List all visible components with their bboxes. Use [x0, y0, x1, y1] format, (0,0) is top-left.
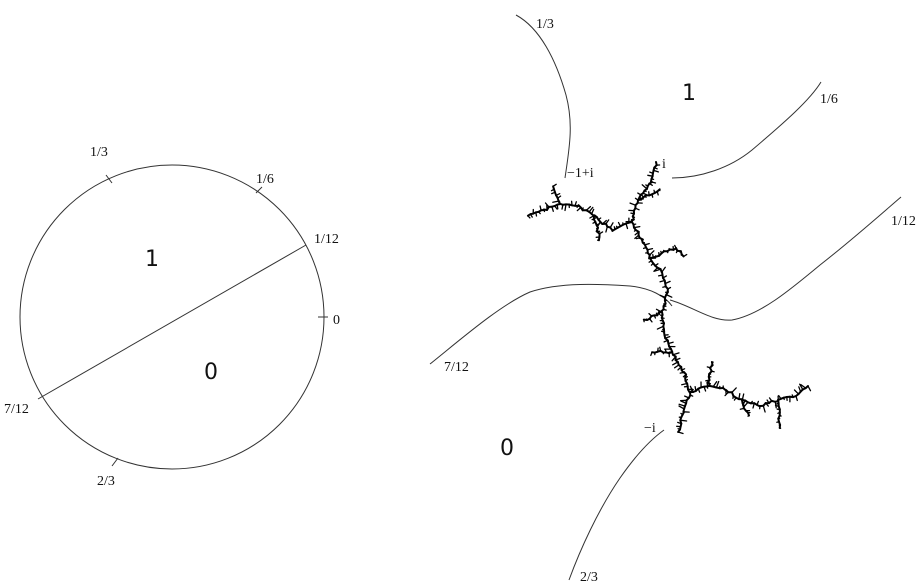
unit-circle [19, 164, 325, 470]
left-panel: 1/3 1/6 1/12 0 7/12 2/3 1 0 [4, 145, 340, 489]
julia-branch-lower-hair [689, 385, 694, 393]
circle-region-label-1: 1 [145, 247, 159, 272]
circle-label-0: 0 [333, 313, 340, 328]
julia-spine-hair [641, 184, 648, 190]
julia-twig-f-hair [650, 351, 653, 357]
ray-1-3 [515, 14, 571, 179]
circle-label-1-12: 1/12 [314, 232, 339, 247]
julia-region-label-0: 0 [500, 436, 514, 461]
julia-branch-left-hair [527, 215, 531, 219]
ray-label-1-6: 1/6 [820, 92, 838, 107]
ray-7-12 [429, 283, 673, 365]
julia-branch-lower-hair [762, 405, 766, 413]
circle-label-2-3: 2/3 [97, 474, 115, 489]
tick-1-6 [255, 186, 263, 194]
julia-region-label-1: 1 [682, 81, 696, 106]
ray-1-6 [671, 81, 822, 179]
julia-branch-upper-hair [552, 183, 557, 187]
ray-label-7-12: 7/12 [444, 360, 469, 375]
ray-label-1-12: 1/12 [891, 214, 916, 229]
julia-branch-lower-hair [741, 393, 745, 400]
ray-2-3 [568, 429, 665, 581]
tick-1-3 [105, 174, 113, 184]
julia-branch-lower-hair [799, 383, 804, 391]
circle-label-7-12: 7/12 [4, 402, 29, 417]
julia-branch-lower-hair [715, 380, 720, 389]
ray-label-1-3: 1/3 [536, 17, 554, 32]
chord-1-12-to-7-12 [37, 244, 307, 400]
julia-spine-hair [678, 403, 686, 407]
ray-label-2-3: 2/3 [580, 570, 598, 584]
circle-label-1-6: 1/6 [256, 172, 274, 187]
julia-spine-hair [677, 431, 684, 435]
julia-twig-a-hair [747, 414, 750, 417]
julia-spine-hair [653, 268, 662, 272]
julia-branch-lower-hair [774, 401, 777, 409]
julia-set [526, 161, 812, 435]
julia-spine-hair [679, 371, 684, 374]
tick-2-3 [111, 457, 119, 467]
julia-twig-d-hair [682, 253, 688, 258]
ray-1-12 [669, 196, 902, 321]
point-label-neg-one-plus-i: −1+i [567, 166, 594, 181]
julia-branch-lower-hair [807, 385, 812, 392]
right-panel: 1/3 1/6 1/12 7/12 2/3 −1+i i −i 1 0 [429, 14, 916, 584]
julia-spine-hair [665, 293, 673, 298]
point-label-neg-i: −i [644, 421, 656, 436]
circle-region-label-0: 0 [204, 360, 218, 385]
julia-branch-lower-hair [731, 387, 737, 393]
julia-spine-hair [656, 325, 664, 330]
circle-label-1-3: 1/3 [90, 145, 108, 160]
point-label-i: i [662, 157, 666, 172]
